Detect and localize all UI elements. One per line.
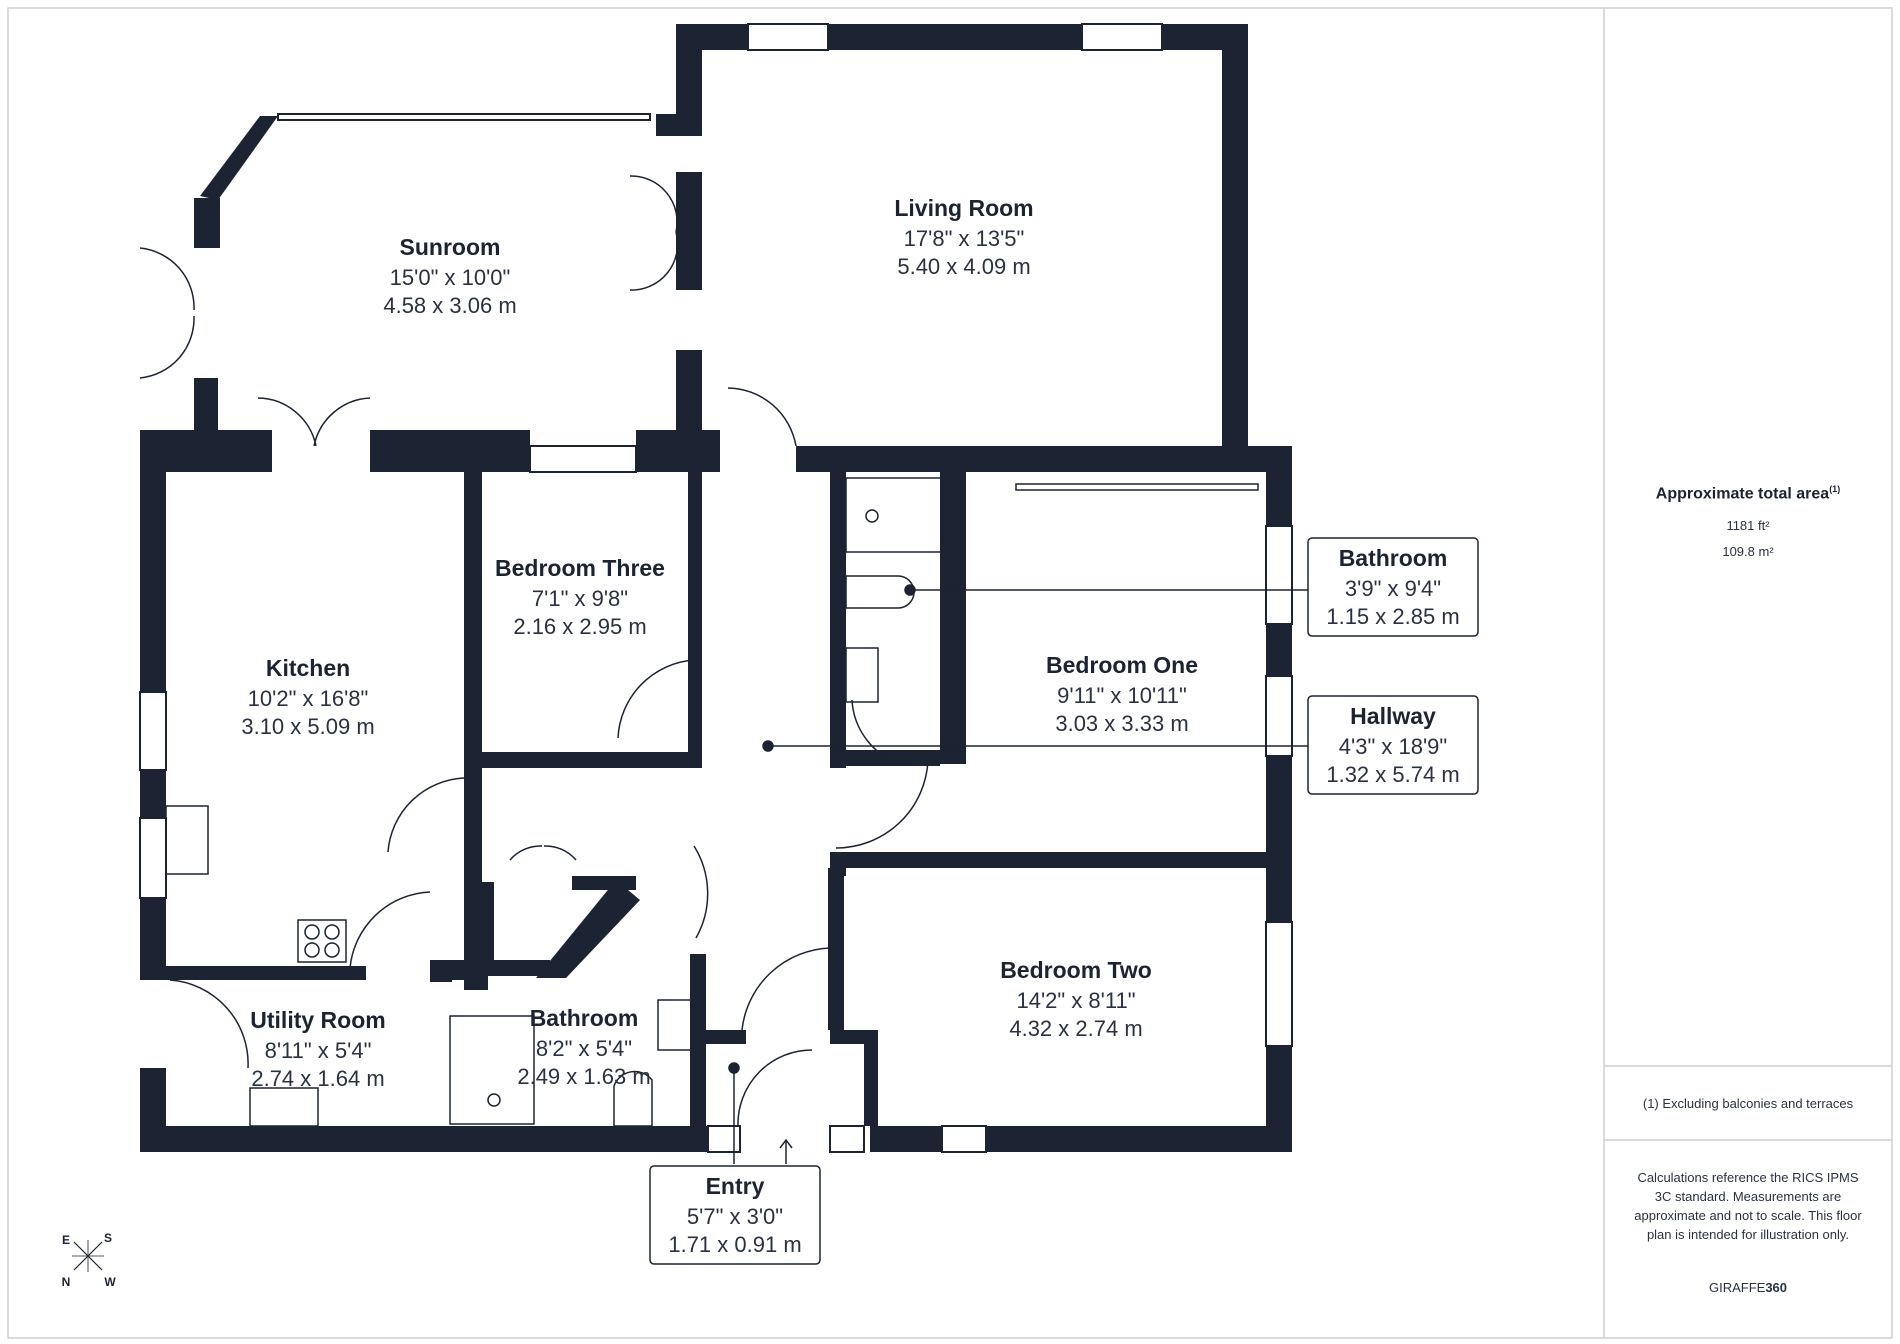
walls [140, 24, 1292, 1152]
bathroom-metric: 2.49 x 1.63 m [517, 1064, 650, 1089]
ensuite-bathroom-name: Bathroom [1339, 545, 1448, 571]
area-sqft: 1181 ft² [1726, 518, 1770, 533]
kitchen-imperial: 10'2" x 16'8" [248, 686, 369, 711]
disclaimer: Calculations reference the RICS IPMS 3C … [1634, 1170, 1862, 1242]
compass-n: N [62, 1275, 71, 1289]
sunroom-metric: 4.58 x 3.06 m [383, 293, 516, 318]
bedroom-two-name: Bedroom Two [1000, 957, 1152, 983]
utility-room-metric: 2.74 x 1.64 m [251, 1066, 384, 1091]
compass-w: W [104, 1275, 116, 1289]
brand-logo: GIRAFFE360 [1606, 1280, 1890, 1295]
utility-room-name: Utility Room [250, 1007, 385, 1033]
kitchen-metric: 3.10 x 5.09 m [241, 714, 374, 739]
hallway-name: Hallway [1350, 703, 1436, 729]
utility-room-imperial: 8'11" x 5'4" [265, 1038, 372, 1063]
bedroom-one-name: Bedroom One [1046, 652, 1198, 678]
doors [139, 175, 929, 1127]
hallway-metric: 1.32 x 5.74 m [1326, 762, 1459, 787]
bedroom-two-metric: 4.32 x 2.74 m [1009, 1016, 1142, 1041]
brand-number: 360 [1765, 1280, 1788, 1295]
bedroom-one-imperial: 9'11" x 10'11" [1057, 683, 1187, 708]
bathroom-name: Bathroom [530, 1005, 639, 1031]
bedroom-two-imperial: 14'2" x 8'11" [1016, 988, 1135, 1013]
bedroom-three-metric: 2.16 x 2.95 m [513, 614, 646, 639]
footnote: (1) Excluding balconies and terraces [1642, 1096, 1854, 1111]
bedroom-one-metric: 3.03 x 3.33 m [1055, 711, 1188, 736]
bedroom-three-imperial: 7'1" x 9'8" [532, 586, 628, 611]
compass-icon: E S N W [62, 1231, 117, 1289]
compass-s: S [104, 1231, 112, 1245]
bathroom-imperial: 8'2" x 5'4" [536, 1036, 632, 1061]
fixtures [165, 477, 945, 1127]
living-room-name: Living Room [894, 195, 1033, 221]
leader-lines [728, 584, 1308, 1164]
area-title: Approximate total area(1) [1606, 484, 1890, 503]
compass-e: E [62, 1233, 70, 1247]
area-title-sup: (1) [1829, 484, 1841, 494]
hallway-imperial: 4'3" x 18'9" [1339, 734, 1447, 759]
sunroom-name: Sunroom [400, 234, 501, 260]
brand-name: GIRAFFE [1708, 1280, 1766, 1295]
ensuite-bathroom-metric: 1.15 x 2.85 m [1326, 604, 1459, 629]
sunroom-imperial: 15'0" x 10'0" [390, 265, 511, 290]
ensuite-bathroom-imperial: 3'9" x 9'4" [1345, 576, 1441, 601]
entry-name: Entry [706, 1173, 765, 1199]
living-room-metric: 5.40 x 4.09 m [897, 254, 1030, 279]
bedroom-three-name: Bedroom Three [495, 555, 665, 581]
area-sqm: 109.8 m² [1722, 544, 1774, 559]
entry-metric: 1.71 x 0.91 m [668, 1232, 801, 1257]
living-room-imperial: 17'8" x 13'5" [904, 226, 1025, 251]
entry-imperial: 5'7" x 3'0" [687, 1204, 783, 1229]
label-boxes [649, 537, 1479, 1265]
area-title-text: Approximate total area [1655, 485, 1830, 503]
page-frame [7, 7, 1893, 1339]
kitchen-name: Kitchen [266, 655, 350, 681]
